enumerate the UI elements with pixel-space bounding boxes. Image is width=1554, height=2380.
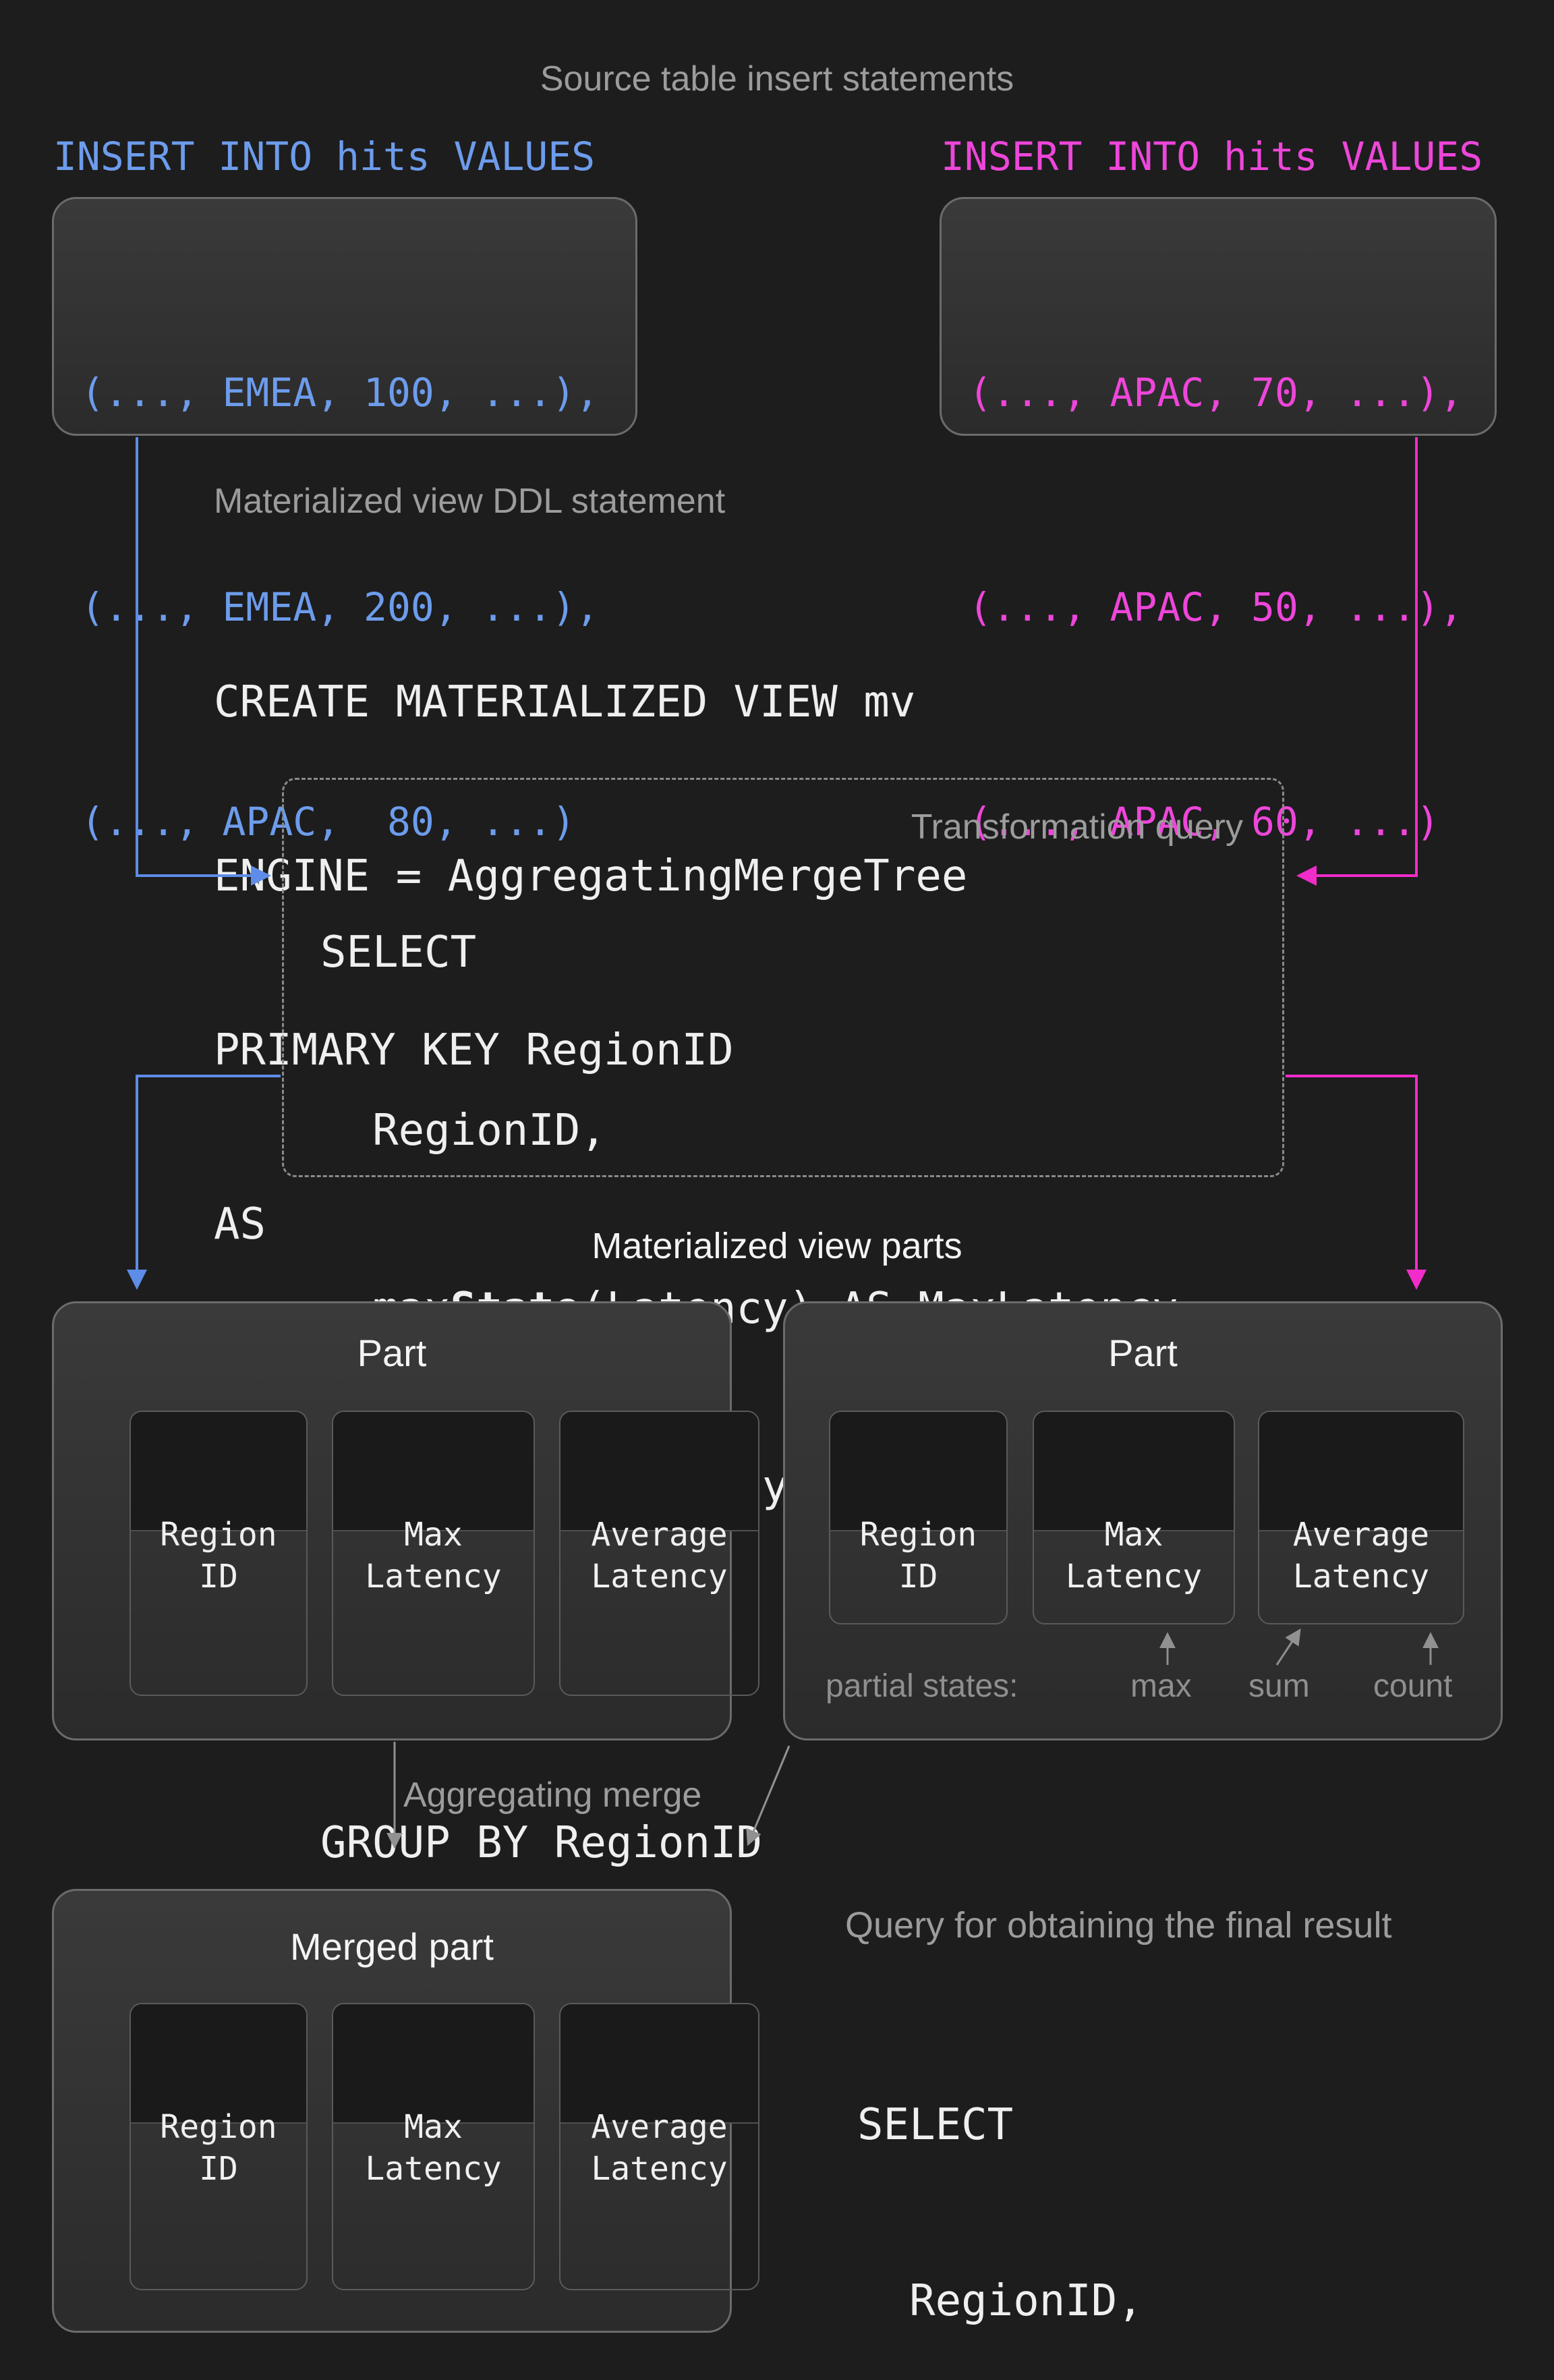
final-query-label: Query for obtaining the final result [845,1905,1392,1946]
insert-right-header: INSERT INTO hits VALUES [941,134,1483,179]
insert-row: (..., EMEA, 100, ...), [81,370,600,416]
column-region-id: RegionID EMEAAPAC [130,2003,308,2290]
insert-row: (..., APAC, 70, ...), [969,370,1464,416]
code-line: SELECT [857,2100,1014,2150]
code-line: PRIMARY KEY RegionID [214,1025,734,1075]
code-line: RegionID, [320,1106,606,1156]
merged-part-box: Merged part RegionID EMEAAPAC MaxLatency… [52,1889,759,2333]
aggregating-merge-label: Aggregating merge [403,1776,702,1815]
partial-state-max: max [1130,1668,1192,1704]
part-title: Part [357,1332,427,1374]
column-region-id: RegionID APAC [829,1411,1008,1624]
transformation-query-box: Transformation query SELECT RegionID, ma… [282,778,1284,1868]
insert-row: (..., APAC, 50, ...), [969,584,1464,630]
code-line: SELECT [320,928,477,978]
code-line: GROUP BY RegionID [320,1818,763,1868]
partial-state-count: count [1373,1668,1453,1704]
materialized-view-parts-label: Materialized view parts [592,1226,962,1266]
insert-left-header: INSERT INTO hits VALUES [53,134,596,179]
insert-right-box: (..., APAC, 70, ...), (..., APAC, 50, ..… [940,197,1497,845]
partial-states-label: partial states: [826,1668,1018,1704]
code-line: RegionID, [857,2276,1143,2326]
transformation-query-label: Transformation query [911,808,1243,847]
ddl-label: Materialized view DDL statement [214,482,726,521]
insert-left-box: (..., EMEA, 100, ...), (..., EMEA, 200, … [52,197,637,845]
merged-part-title: Merged part [290,1925,494,1968]
column-region-id: RegionID EMEAAPAC [130,1411,308,1696]
code-line: CREATE MATERIALIZED VIEW mv [214,677,916,727]
part-title: Part [1108,1332,1178,1374]
partial-state-sum: sum [1248,1668,1310,1704]
page-title: Source table insert statements [540,59,1014,98]
